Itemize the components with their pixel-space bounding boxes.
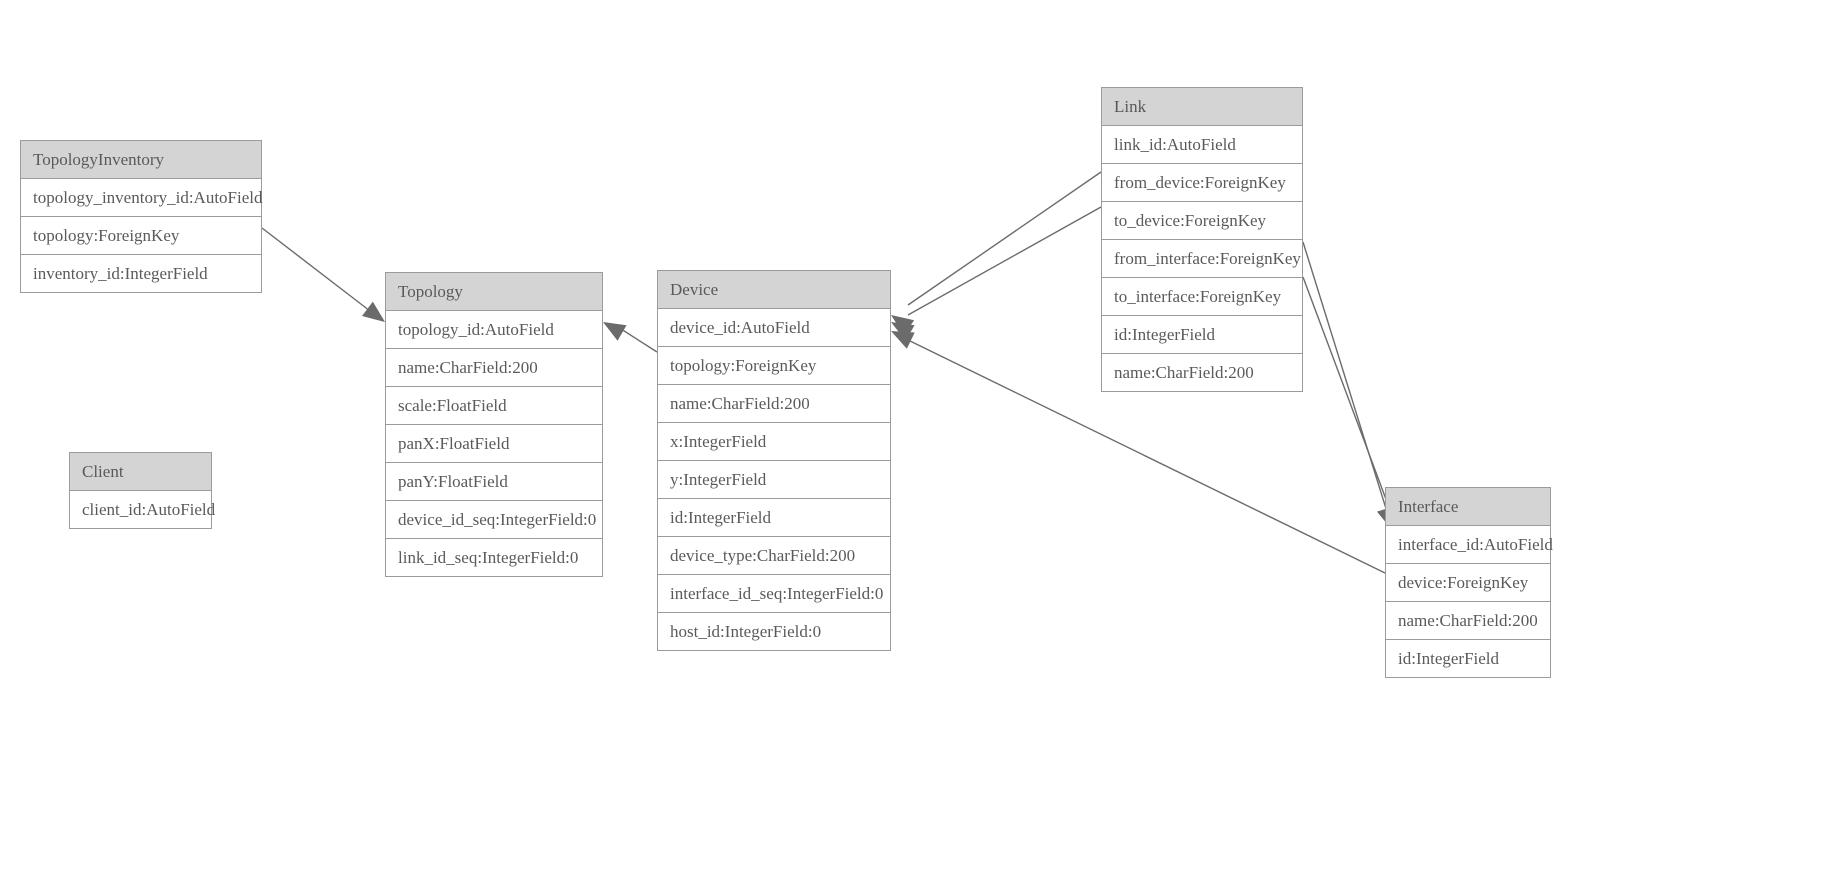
relationship-topologyinventory-topology [261, 227, 385, 322]
entity-field: interface_id_seq:IntegerField:0 [658, 575, 890, 613]
entity-field: from_device:ForeignKey [1102, 164, 1302, 202]
entity-field: to_device:ForeignKey [1102, 202, 1302, 240]
relationship-line [617, 326, 658, 353]
entity-field: device:ForeignKey [1386, 564, 1550, 602]
entity-field: client_id:AutoField [70, 491, 215, 528]
entity-field: device_id_seq:IntegerField:0 [386, 501, 602, 539]
entity-field: link_id_seq:IntegerField:0 [386, 539, 602, 576]
entity-field: topology:ForeignKey [21, 217, 261, 255]
entity-title-topology_inventory: TopologyInventory [21, 141, 261, 179]
entity-field: x:IntegerField [658, 423, 890, 461]
entity-title-interface: Interface [1386, 488, 1550, 526]
entity-field: topology_id:AutoField [386, 311, 602, 349]
entity-field: device_id:AutoField [658, 309, 890, 347]
entity-field: name:CharField:200 [658, 385, 890, 423]
relationship-link-from-device [891, 171, 1102, 335]
entity-field: panY:FloatField [386, 463, 602, 501]
relationship-link-to-device [891, 206, 1102, 341]
entity-field: from_interface:ForeignKey [1102, 240, 1302, 278]
entity-field: name:CharField:200 [1102, 354, 1302, 391]
entity-field: topology:ForeignKey [658, 347, 890, 385]
relationship-line [261, 227, 371, 312]
relationship-line [907, 171, 1102, 306]
entity-title-link: Link [1102, 88, 1302, 126]
entity-field: topology_inventory_id:AutoField [21, 179, 263, 217]
entity-field: host_id:IntegerField:0 [658, 613, 890, 650]
entity-field: id:IntegerField [658, 499, 890, 537]
entity-field: id:IntegerField [1386, 640, 1550, 677]
entity-field: name:CharField:200 [386, 349, 602, 387]
entity-title-topology: Topology [386, 273, 602, 311]
entity-field: inventory_id:IntegerField [21, 255, 261, 292]
relationship-line [1302, 276, 1394, 519]
entity-field: scale:FloatField [386, 387, 602, 425]
relationship-arrowhead [891, 331, 915, 349]
entity-field: panX:FloatField [386, 425, 602, 463]
entity-field: name:CharField:200 [1386, 602, 1550, 640]
entity-field: link_id:AutoField [1102, 126, 1302, 164]
entity-title-device: Device [658, 271, 890, 309]
relationship-device-topology [603, 322, 658, 353]
entity-field: interface_id:AutoField [1386, 526, 1553, 564]
relationship-line [1302, 241, 1389, 516]
entity-field: to_interface:ForeignKey [1102, 278, 1302, 316]
entity-field: device_type:CharField:200 [658, 537, 890, 575]
relationship-line [907, 206, 1102, 316]
entity-field: y:IntegerField [658, 461, 890, 499]
entity-field: id:IntegerField [1102, 316, 1302, 354]
entity-title-client: Client [70, 453, 211, 491]
